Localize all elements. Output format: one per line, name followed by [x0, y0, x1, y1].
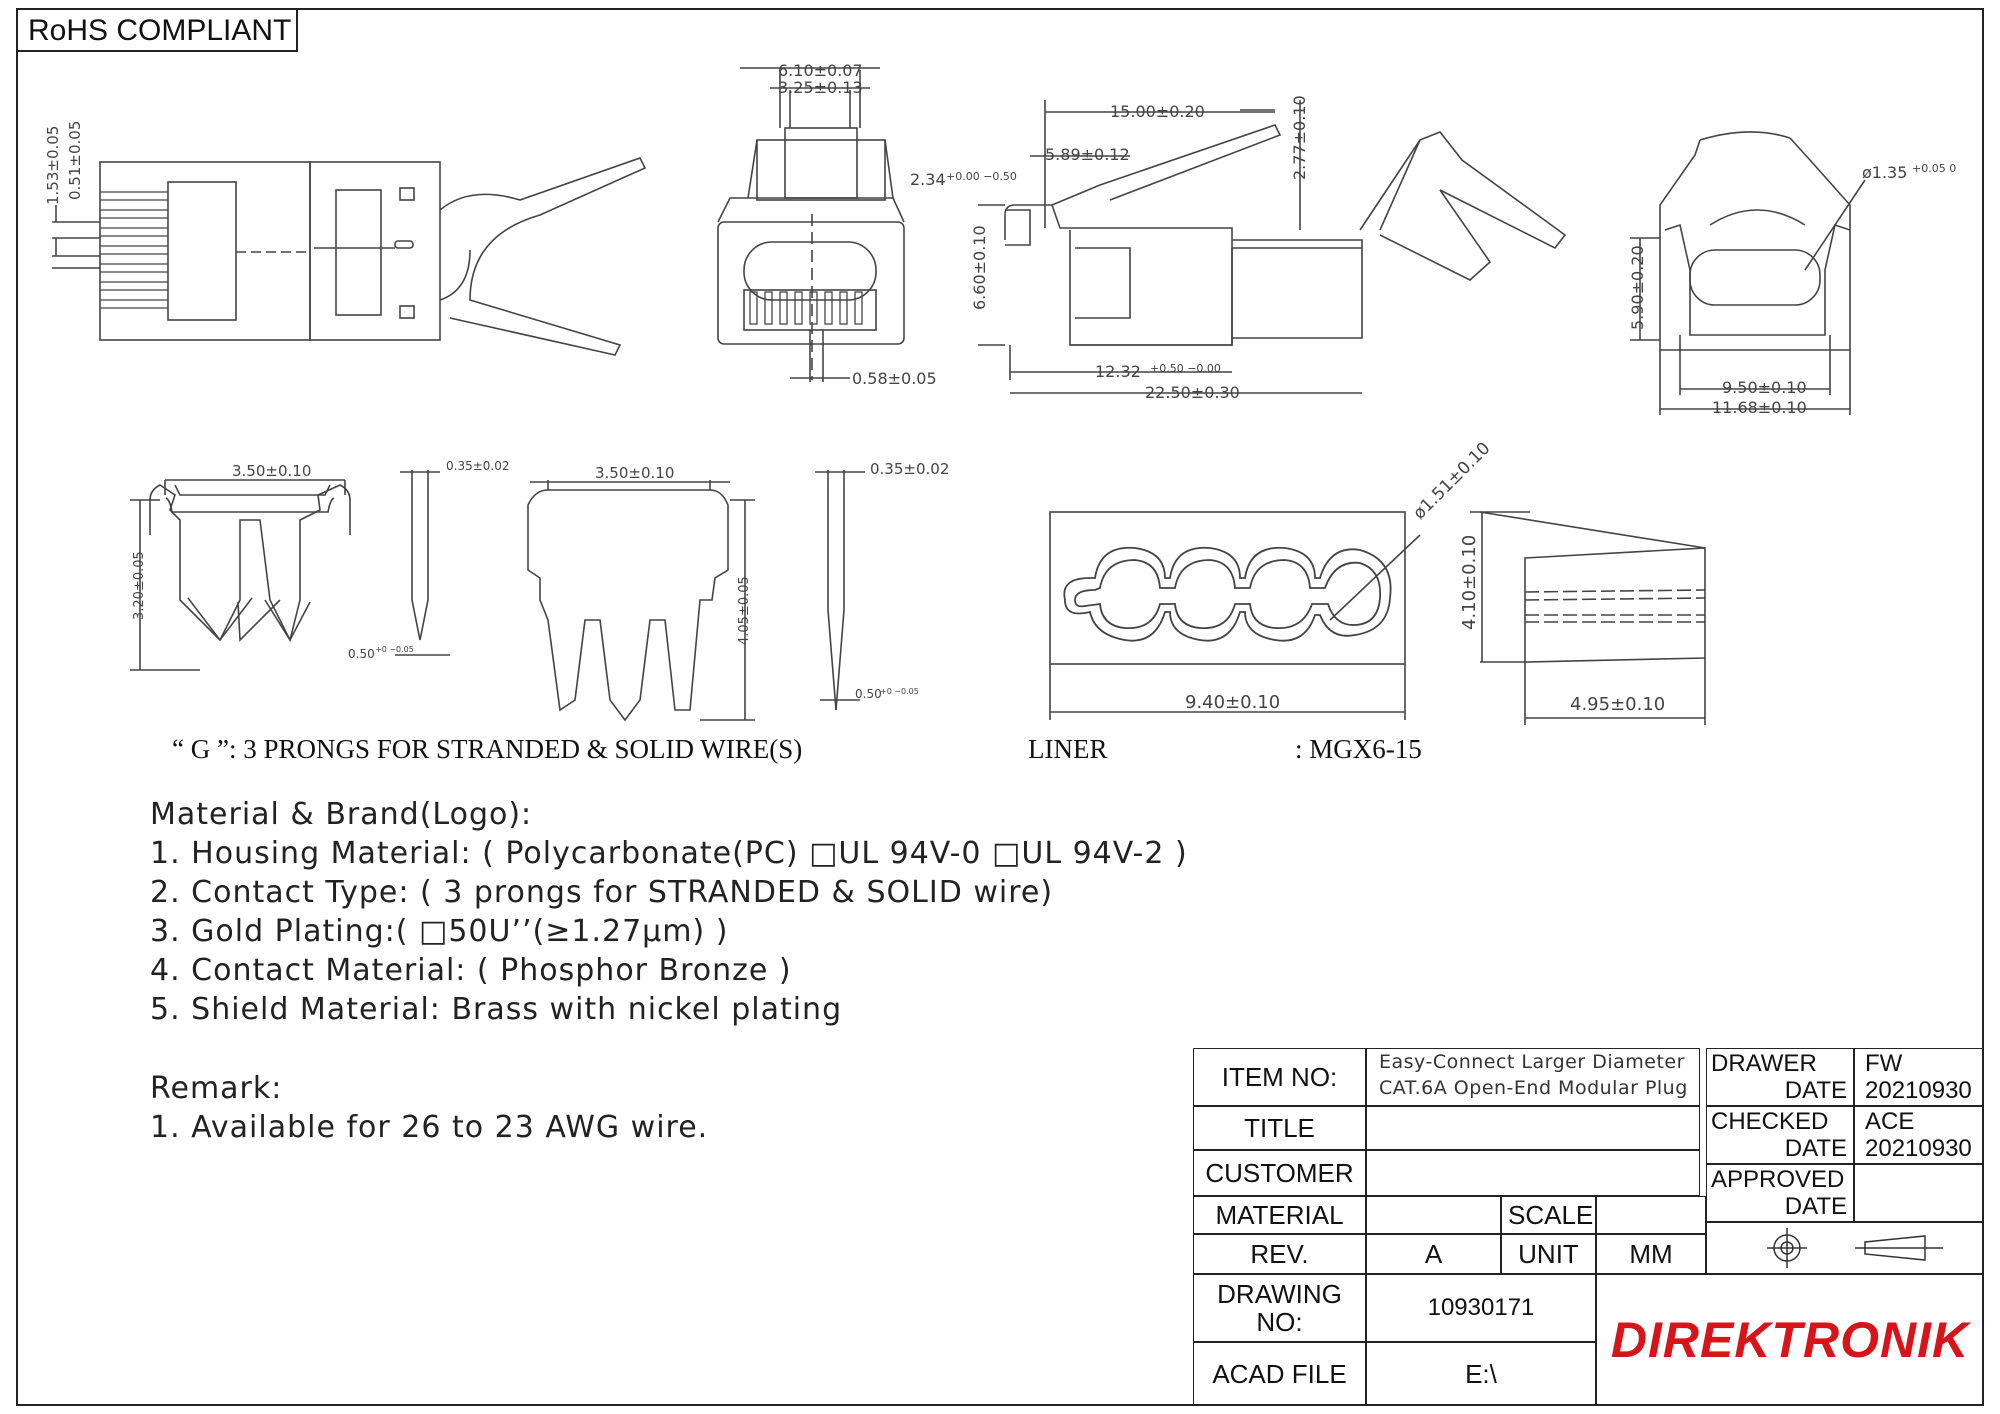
- remark-line: 1. Available for 26 to 23 AWG wire.: [150, 1110, 709, 1145]
- remark-title: Remark:: [150, 1071, 283, 1106]
- dim-liner-width: 9.40±0.10: [1185, 692, 1280, 713]
- checked-values: ACE 20210930: [1854, 1106, 1984, 1164]
- dim-rear-height: 5.90±0.20: [1628, 245, 1647, 330]
- scale-value: [1596, 1196, 1706, 1234]
- customer-label: CUSTOMER: [1193, 1150, 1366, 1196]
- checked-label: CHECKED DATE: [1706, 1106, 1854, 1164]
- dim-side-length-2-tol: +0.50 −0.00: [1150, 362, 1221, 375]
- dim-side-gap: 2.34: [910, 170, 946, 189]
- note-line: 3. Gold Plating:( □50U’’(≥1.27µm) ): [150, 914, 729, 949]
- dim-contact-tip-tol: +0 −0.05: [375, 645, 414, 654]
- company-logo: DIREKTRONIK: [1596, 1274, 1984, 1406]
- acad-file-label: ACAD FILE: [1193, 1342, 1366, 1406]
- drawing-no-label-line-2: NO:: [1256, 1307, 1303, 1337]
- dim-side-total: 22.50±0.30: [1145, 383, 1240, 402]
- liner-caption: LINER: [1028, 734, 1108, 764]
- dim-front-width: 6.10±0.07: [778, 61, 863, 80]
- dim-contact2-height: 4.05±0.05: [737, 576, 752, 645]
- drawer-date-label: DATE: [1784, 1077, 1847, 1104]
- dim-side-length-2: 12.32: [1095, 362, 1141, 381]
- dim-side-length: 15.00±0.20: [1110, 102, 1205, 121]
- dim-rear-hole-tol: +0.05 0: [1912, 162, 1956, 175]
- dim-side-tab: 5.89±0.12: [1045, 145, 1130, 164]
- material-value: [1366, 1196, 1501, 1234]
- unit-label: UNIT: [1501, 1234, 1596, 1274]
- dim-rear-width-2: 11.68±0.10: [1712, 398, 1807, 417]
- rohs-compliant-label: RoHS COMPLIANT: [16, 8, 298, 52]
- dim-contact2-tip-tol: +0 −0.05: [880, 687, 919, 696]
- scale-label: SCALE: [1501, 1196, 1596, 1234]
- dim-contact-width: 3.50±0.10: [232, 462, 311, 480]
- drawing-no-label-line-1: DRAWING: [1217, 1279, 1342, 1309]
- top-view: [52, 157, 647, 356]
- drawing-frame: [16, 8, 1984, 1406]
- direktronik-logo: DIREKTRONIK: [1610, 1312, 1970, 1368]
- dim-top-pitch: 1.53±0.05: [44, 126, 62, 205]
- drawer-values: FW 20210930: [1854, 1048, 1984, 1106]
- unit-value: MM: [1596, 1234, 1706, 1274]
- checked-date: 20210930: [1865, 1135, 1972, 1162]
- liner-front-view: [1049, 511, 1421, 720]
- item-description: Easy-Connect Larger Diameter CAT.6A Open…: [1366, 1048, 1700, 1106]
- liner-part-number: : MGX6-15: [1295, 734, 1422, 764]
- prongs-caption: “ G ”: 3 PRONGS FOR STRANDED & SOLID WIR…: [172, 734, 803, 764]
- acad-file-value: E:\: [1366, 1342, 1596, 1406]
- dim-top-pin: 0.51±0.05: [66, 121, 84, 200]
- note-line: 2. Contact Type: ( 3 prongs for STRANDED…: [150, 875, 1054, 910]
- dim-rear-hole: ø1.35: [1862, 163, 1907, 182]
- projection-icon: [1767, 1228, 1943, 1268]
- projection-symbol: [1706, 1222, 1984, 1274]
- checked-label-text: CHECKED: [1711, 1108, 1829, 1135]
- side-view: [978, 100, 1567, 394]
- drawing-no-label: DRAWING NO:: [1193, 1274, 1366, 1342]
- customer-value: [1366, 1150, 1700, 1196]
- dim-side-latch: 2.77±0.10: [1290, 95, 1309, 180]
- dim-contact-height: 3.20±0.05: [132, 551, 147, 620]
- drawer-value: FW: [1865, 1050, 1903, 1077]
- contact-2-view: [527, 470, 865, 722]
- title-block: ITEM NO: Easy-Connect Larger Diameter CA…: [1193, 1048, 1984, 1406]
- title-value: [1366, 1106, 1700, 1150]
- dim-contact2-thickness: 0.35±0.02: [870, 460, 949, 478]
- note-title: Material & Brand(Logo):: [150, 797, 533, 832]
- item-desc-line-2: CAT.6A Open-End Modular Plug: [1379, 1077, 1688, 1099]
- rev-value: A: [1366, 1234, 1501, 1274]
- dim-liner-height: 4.10±0.10: [1459, 535, 1480, 630]
- contact-1-view: [130, 470, 450, 671]
- dim-liner-length: 4.95±0.10: [1570, 694, 1665, 715]
- dim-side-gap-tol: +0.00 −0.50: [946, 170, 1017, 183]
- approved-date-label: DATE: [1784, 1193, 1847, 1220]
- approved-label-text: APPROVED: [1711, 1166, 1845, 1193]
- checked-date-label: DATE: [1784, 1135, 1847, 1162]
- dim-front-pin: 0.58±0.05: [852, 369, 937, 388]
- drawer-date: 20210930: [1865, 1077, 1972, 1104]
- dim-rear-width-1: 9.50±0.10: [1722, 378, 1807, 397]
- note-line: 4. Contact Material: ( Phosphor Bronze ): [150, 953, 792, 988]
- dim-contact2-width: 3.50±0.10: [595, 464, 674, 482]
- title-label: TITLE: [1193, 1106, 1366, 1150]
- dim-side-height: 6.60±0.10: [970, 225, 989, 310]
- drawer-label: DRAWER DATE: [1706, 1048, 1854, 1106]
- dim-contact2-tip: 0.50: [855, 687, 882, 701]
- liner-side-view: [1470, 511, 1706, 725]
- rev-label: REV.: [1193, 1234, 1366, 1274]
- note-line: 5. Shield Material: Brass with nickel pl…: [150, 992, 843, 1027]
- material-notes: Material & Brand(Logo): 1. Housing Mater…: [150, 795, 1188, 1147]
- drawer-label-text: DRAWER: [1711, 1050, 1817, 1077]
- dim-contact-thickness: 0.35±0.02: [446, 459, 510, 473]
- item-desc-line-1: Easy-Connect Larger Diameter: [1379, 1051, 1685, 1073]
- dim-contact-tip: 0.50: [348, 647, 375, 661]
- item-no-label: ITEM NO:: [1193, 1048, 1366, 1106]
- checked-value: ACE: [1865, 1108, 1915, 1135]
- approved-label: APPROVED DATE: [1706, 1164, 1854, 1222]
- dim-liner-hole: ø1.51±0.10: [1409, 438, 1494, 523]
- rear-view: [1630, 131, 1866, 415]
- front-view: [717, 67, 905, 382]
- dim-front-width-inner: 3.25±0.13: [778, 78, 863, 97]
- drawing-no-value: 10930171: [1366, 1274, 1596, 1342]
- approved-value: [1854, 1164, 1984, 1222]
- note-line: 1. Housing Material: ( Polycarbonate(PC)…: [150, 836, 1188, 871]
- material-label: MATERIAL: [1193, 1196, 1366, 1234]
